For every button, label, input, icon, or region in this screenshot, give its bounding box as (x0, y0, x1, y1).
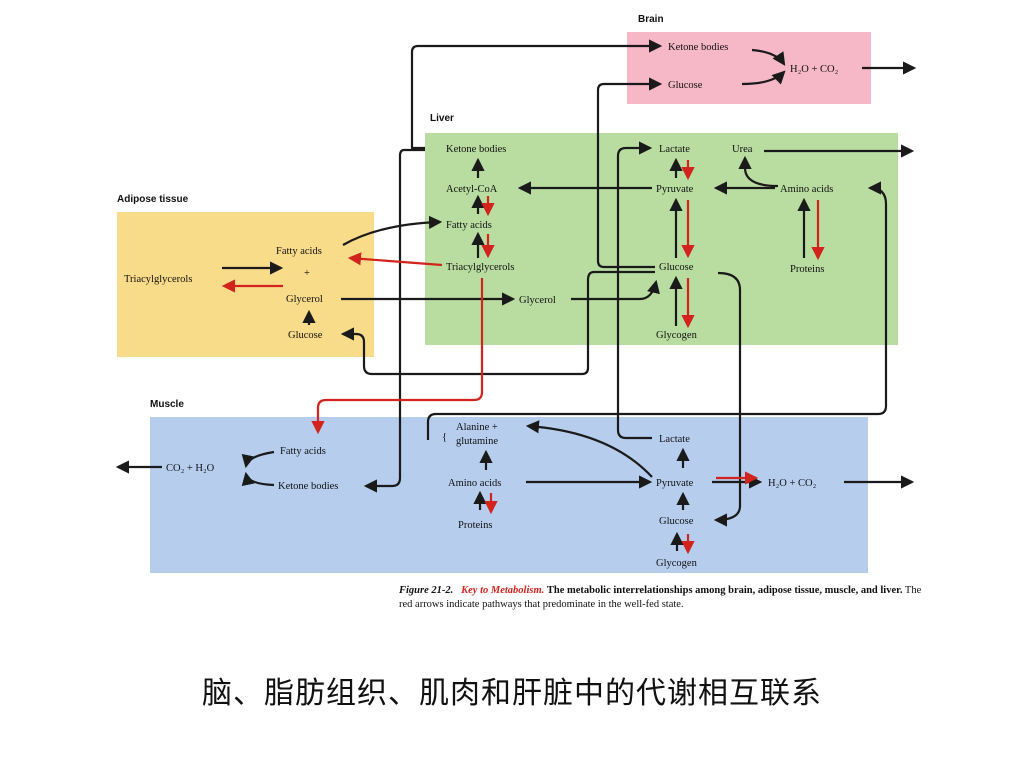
liver-acetyl-coa: Acetyl-CoA (446, 184, 498, 195)
caption-key: Key to Metabolism. (461, 585, 545, 596)
arrow-pyruvate-to-alanine (525, 420, 653, 478)
caption-figure-number: Figure 21-2. (399, 585, 454, 596)
arrow-glucose-to-muscle (713, 271, 742, 527)
liver-label: Liver (430, 113, 454, 124)
muscle-glutamine: glutamine (456, 436, 498, 447)
liver-ketone-bodies: Ketone bodies (446, 144, 506, 155)
caption-lead: The metabolic interrelationships among b… (546, 585, 903, 596)
arrow-fa-adipose-to-liver (342, 215, 443, 246)
adipose-glycerol: Glycerol (286, 294, 323, 305)
muscle-co2-h2o: CO₂ + H₂O (166, 463, 215, 474)
liver-region (425, 133, 898, 345)
liver-pyruvate: Pyruvate (656, 184, 694, 195)
arrow-ketone-to-brain (410, 39, 663, 150)
liver-glucose: Glucose (659, 262, 694, 273)
adipose-region (117, 212, 374, 357)
arrow-glycerol-to-glucose (571, 279, 660, 301)
arrow-glucose-to-brain (596, 77, 663, 269)
muscle-amino-acids: Amino acids (448, 478, 501, 489)
muscle-output: H₂O + CO₂ (768, 478, 817, 489)
brain-region (627, 32, 871, 104)
adipose-fatty-acids: Fatty acids (276, 246, 322, 257)
adipose-label: Adipose tissue (117, 194, 189, 205)
muscle-alanine: Alanine + (456, 422, 498, 433)
adipose-plus: + (304, 268, 310, 279)
red-liver-tag-to-muscle (311, 278, 484, 435)
adipose-triacylglycerols: Triacylglycerols (124, 274, 192, 285)
arrow-brain-ketone-oxid (751, 48, 786, 66)
liver-amino-acids: Amino acids (780, 184, 833, 195)
brain-ketone-bodies: Ketone bodies (668, 42, 728, 53)
liver-urea: Urea (732, 144, 753, 155)
muscle-fatty-acids: Fatty acids (280, 446, 326, 457)
muscle-label: Muscle (150, 399, 184, 410)
liver-glycogen: Glycogen (656, 330, 698, 341)
arrow-muscle-ketone-oxid (241, 471, 275, 487)
chinese-subtitle: 脑、脂肪组织、肌肉和肝脏中的代谢相互联系 (202, 676, 822, 711)
adipose-glucose: Glucose (288, 330, 323, 341)
liver-lactate: Lactate (659, 144, 690, 155)
arrow-glucose-to-adipose (340, 270, 655, 376)
muscle-brace: { (442, 432, 447, 443)
brain-glucose: Glucose (668, 80, 703, 91)
arrow-muscle-fa-oxid (241, 450, 275, 469)
brain-label: Brain (638, 14, 664, 25)
liver-proteins: Proteins (790, 264, 824, 275)
muscle-glucose: Glucose (659, 516, 694, 527)
arrow-lactate-to-liver (616, 141, 653, 440)
liver-triacylglycerols: Triacylglycerols (446, 262, 514, 273)
muscle-glycogen: Glycogen (656, 558, 698, 569)
brain-output: H₂O + CO₂ (790, 64, 839, 75)
muscle-lactate: Lactate (659, 434, 690, 445)
muscle-ketone-bodies: Ketone bodies (278, 481, 338, 492)
muscle-pyruvate: Pyruvate (656, 478, 694, 489)
figure-caption: Figure 21-2. Key to Metabolism. The meta… (399, 584, 929, 612)
liver-glycerol: Glycerol (519, 295, 556, 306)
arrow-alanine-to-liver (426, 181, 888, 440)
arrow-aa-to-urea (738, 155, 779, 188)
arrow-ketone-to-muscle (363, 148, 425, 493)
red-liver-tag-to-adipose (347, 252, 443, 267)
muscle-proteins: Proteins (458, 520, 492, 531)
muscle-region (150, 417, 868, 573)
liver-fatty-acids: Fatty acids (446, 220, 492, 231)
caption-body: The red arrows indicate pathways that pr… (399, 585, 922, 610)
arrow-brain-glucose-oxid (741, 70, 786, 86)
